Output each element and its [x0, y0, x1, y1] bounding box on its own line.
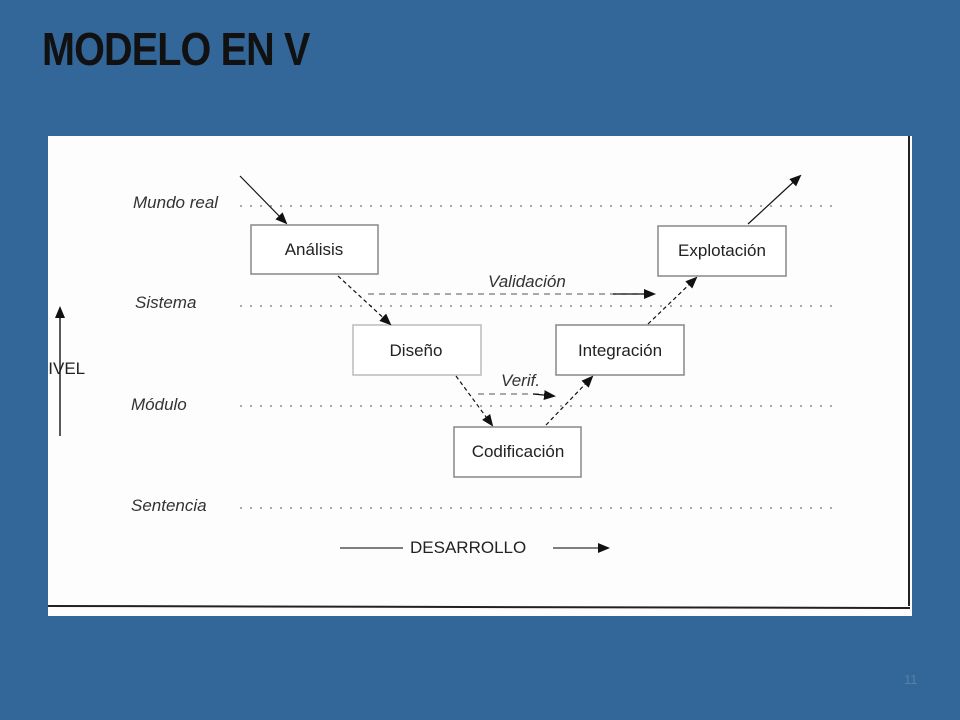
- level-label-modulo: Módulo: [131, 395, 187, 414]
- arrow-codificacion-to-integracion: [545, 375, 594, 426]
- v-flow-arrows: [239, 174, 802, 427]
- arrow-out-of-explotacion: [747, 174, 802, 225]
- page-number: 11: [904, 672, 918, 687]
- phase-box-codificacion: [453, 426, 582, 478]
- validation-label: Validación: [488, 272, 566, 291]
- arrow-into-analisis: [239, 175, 288, 225]
- level-label-mundo-real: Mundo real: [133, 193, 219, 212]
- nivel-axis-label: NIVEL: [48, 359, 85, 378]
- phase-box-explotacion: [657, 225, 787, 277]
- v-model-diagram: Mundo real Sistema Módulo Sentencia NIVE…: [48, 136, 912, 616]
- phase-label-codificacion: Codificación: [472, 442, 565, 461]
- slide-title: MODELO EN V: [42, 23, 310, 75]
- level-label-sentencia: Sentencia: [131, 496, 207, 515]
- phase-box-diseno: [352, 324, 482, 376]
- arrow-integracion-to-explotacion: [647, 276, 698, 325]
- level-label-sistema: Sistema: [135, 293, 196, 312]
- phase-label-diseno: Diseño: [390, 341, 443, 360]
- phase-box-integracion: [555, 324, 685, 376]
- feedback-links: [368, 289, 656, 401]
- desarrollo-axis-label: DESARROLLO: [410, 538, 526, 557]
- phase-label-explotacion: Explotación: [678, 241, 766, 260]
- arrow-analisis-to-diseno: [337, 275, 392, 326]
- phase-label-analisis: Análisis: [285, 240, 344, 259]
- verification-arrowhead: [532, 390, 556, 401]
- diagram-canvas: Mundo real Sistema Módulo Sentencia NIVE…: [48, 136, 911, 609]
- frame-bottom-border: [48, 605, 911, 609]
- verification-label: Verif.: [501, 371, 540, 390]
- arrow-diseno-to-codificacion: [455, 375, 494, 427]
- phase-label-integracion: Integración: [578, 341, 662, 360]
- phase-box-analisis: [250, 224, 379, 275]
